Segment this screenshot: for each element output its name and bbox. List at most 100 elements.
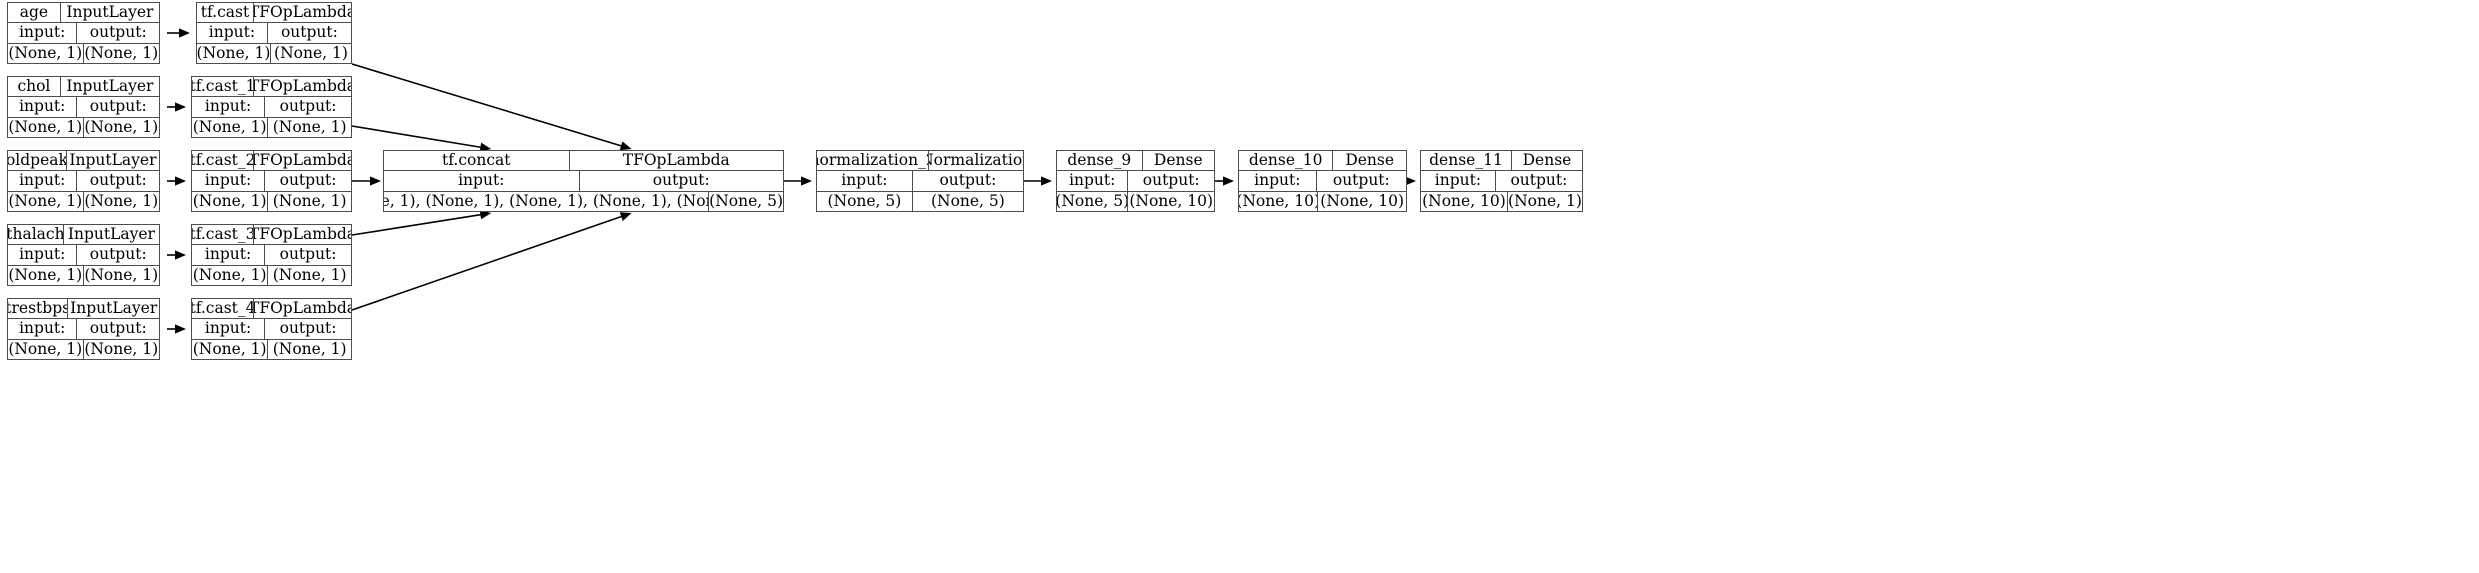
edge-arrowhead: [1041, 176, 1052, 186]
input-shape: [(None, 1)]: [8, 117, 84, 137]
node-class: InputLayer: [67, 225, 155, 243]
node-name: normalization_2: [817, 151, 930, 171]
output-shape: (None, 10): [1129, 191, 1214, 210]
node-row-title: dense_10 Dense: [1239, 151, 1406, 172]
input-label: input:: [1421, 171, 1496, 191]
node-name: dense_10: [1239, 151, 1334, 171]
graph-node-tf-concat[interactable]: tf.concatTFOpLambdainput:output:[(None, …: [383, 150, 784, 212]
node-name: tf.cast_2: [192, 151, 254, 171]
node-row-title: chol InputLayer: [8, 77, 159, 98]
node-row-labels: input: output:: [192, 319, 351, 340]
output-shape: (None, 10): [1320, 191, 1405, 210]
input-shape: (None, 1): [192, 117, 269, 137]
output-label: output:: [279, 319, 337, 338]
node-class: TFOpLambda: [253, 3, 351, 21]
input-label: input:: [1239, 171, 1317, 191]
output-label: output:: [1510, 171, 1568, 190]
input-shape: [(None, 1)]: [8, 339, 84, 359]
node-class: Dense: [1345, 151, 1395, 169]
edge-tf-cast-4-to-tf-concat: [351, 215, 623, 311]
node-name: trestbps: [8, 299, 69, 319]
edge-tf-cast-3-to-tf-concat: [351, 213, 482, 236]
input-label: input:: [384, 171, 580, 191]
output-label: output:: [279, 245, 337, 264]
node-name: tf.cast: [197, 3, 254, 23]
edge-tf-cast-to-tf-concat: [351, 63, 623, 147]
input-shape: [(None, 1)]: [8, 43, 84, 63]
node-row-labels: input:output:: [197, 23, 351, 44]
node-class: Dense: [1153, 151, 1203, 169]
output-shape: (None, 1): [272, 265, 347, 284]
output-label: output:: [89, 97, 147, 116]
node-row-shapes: (None, 1)(None, 1): [192, 265, 351, 285]
node-name: thalach: [8, 225, 64, 245]
output-shape: (None, 5): [709, 191, 783, 210]
output-shape: [(None, 1)]: [83, 191, 160, 210]
node-row-labels: input: output:: [1421, 171, 1582, 192]
edge-arrowhead: [175, 176, 186, 186]
input-label: input:: [8, 245, 78, 265]
node-row-labels: input:output:: [192, 97, 351, 118]
graph-node-normalization-2[interactable]: normalization_2Normalizationinput:output…: [816, 150, 1024, 212]
node-class: TFOpLambda: [254, 299, 351, 317]
node-row-shapes: (None, 1)(None, 1): [197, 43, 351, 63]
output-label: output:: [279, 171, 337, 190]
output-label: output:: [1142, 171, 1200, 190]
node-row-shapes: (None, 1)(None, 1): [192, 117, 351, 137]
node-row-title: normalization_2Normalization: [817, 151, 1023, 172]
node-row-labels: input:output:: [384, 171, 783, 192]
node-class: InputLayer: [70, 299, 158, 317]
node-class: InputLayer: [66, 77, 154, 95]
node-row-shapes: (None, 5)(None, 5): [817, 191, 1023, 211]
input-label: input:: [192, 319, 266, 339]
node-row-labels: input: output:: [192, 245, 351, 266]
edge-arrowhead: [619, 141, 632, 151]
node-name: chol: [8, 77, 61, 97]
input-label: input:: [8, 97, 78, 117]
input-label: input:: [192, 245, 266, 265]
node-name: tf.cast_1: [192, 77, 254, 97]
node-class: TFOpLambda: [254, 151, 351, 169]
input-shape: (None, 1): [192, 339, 269, 359]
output-shape: (None, 1): [272, 117, 347, 136]
output-shape: (None, 1): [272, 339, 347, 358]
input-shape: (None, 10): [1239, 191, 1319, 211]
output-shape: [(None, 1)]: [83, 117, 160, 136]
input-shape: (None, 10): [1421, 191, 1508, 211]
node-row-shapes: [(None, 1), (None, 1), (None, 1), (None,…: [384, 191, 783, 211]
input-shape: [(None, 1), (None, 1), (None, 1), (None,…: [384, 191, 710, 211]
input-shape: (None, 5): [1057, 191, 1129, 211]
output-shape: (None, 1): [272, 191, 347, 210]
node-row-labels: input:output:: [8, 171, 159, 192]
output-shape: (None, 5): [930, 191, 1005, 210]
node-row-shapes: [(None, 1)][(None, 1)]: [8, 339, 160, 359]
node-class: InputLayer: [66, 3, 154, 21]
node-class: TFOpLambda: [254, 225, 351, 243]
output-shape: [(None, 1)]: [83, 43, 160, 62]
edge-arrowhead: [370, 176, 381, 186]
output-shape: [(None, 1)]: [83, 339, 160, 358]
edge-arrowhead: [175, 250, 186, 260]
input-label: input:: [8, 23, 78, 43]
node-row-labels: input: output:: [8, 97, 159, 118]
node-row-labels: input: output:: [1057, 171, 1214, 192]
input-label: input:: [1057, 171, 1129, 191]
